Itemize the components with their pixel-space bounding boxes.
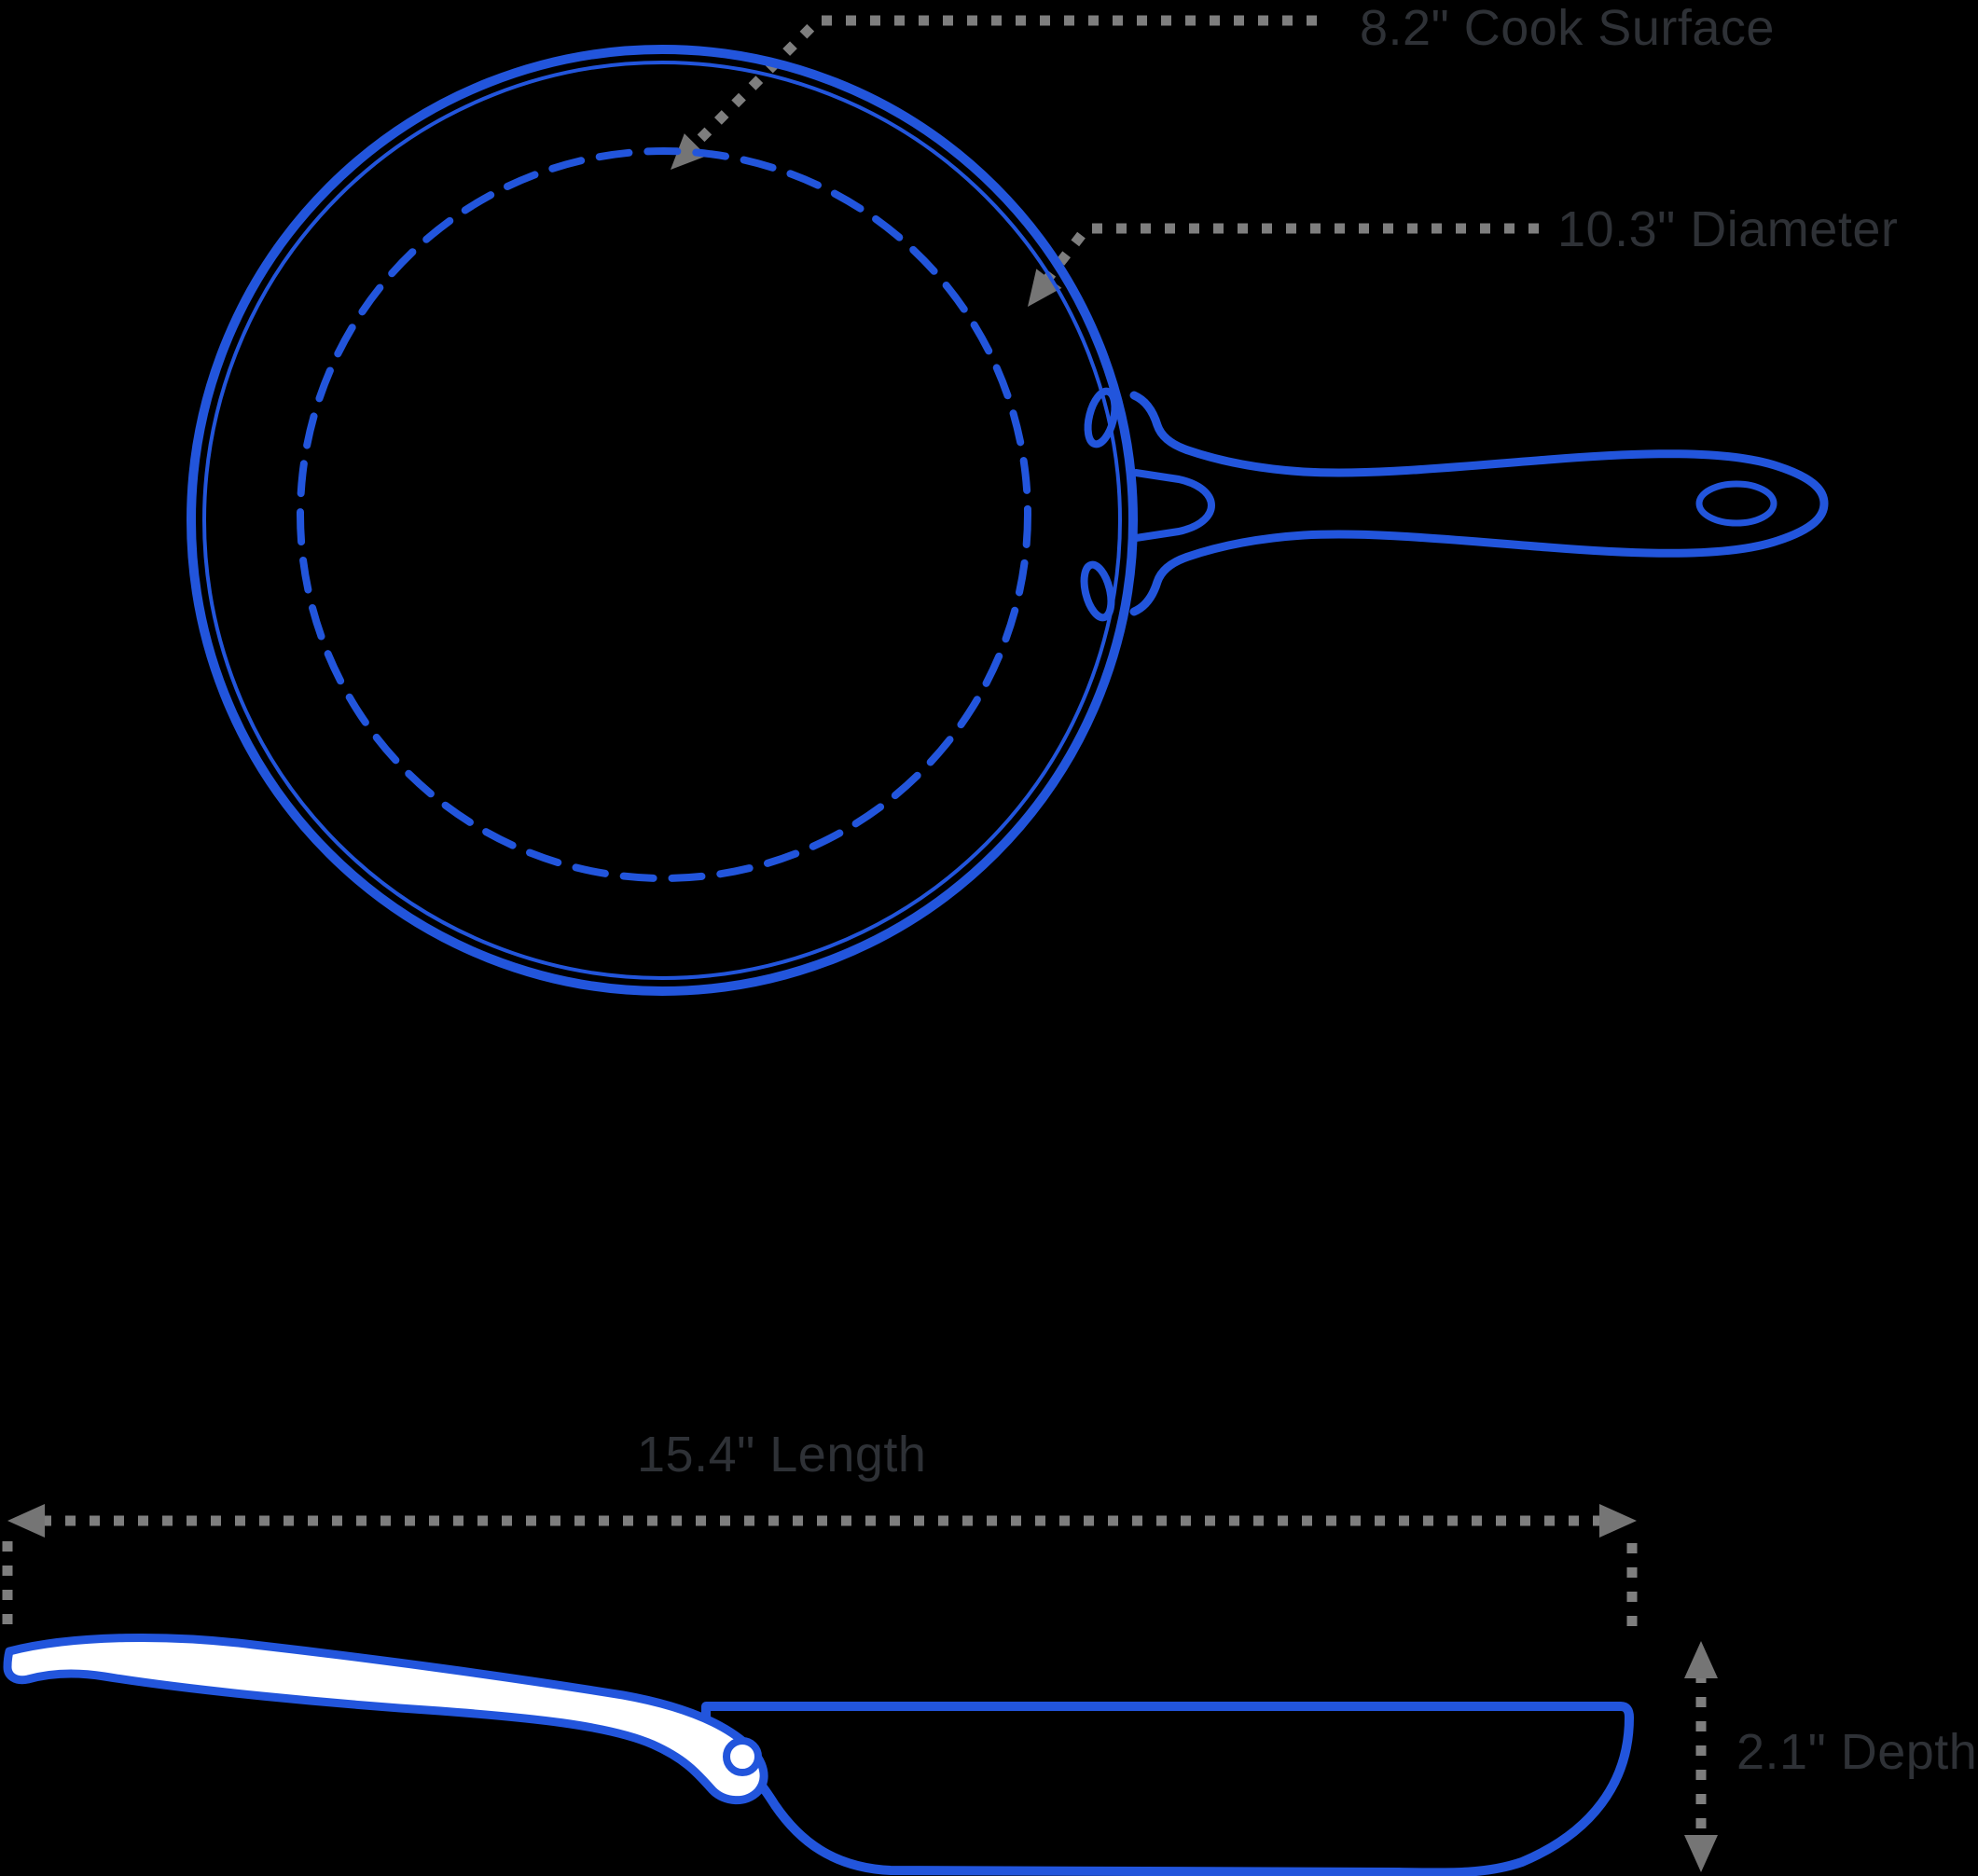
diameter-leader-line: [1038, 223, 1539, 289]
handle-side-view: [3, 1633, 768, 1805]
length-label: 15.4" Length: [637, 1427, 927, 1483]
depth-arrow-down-icon: [1684, 1835, 1718, 1872]
diameter-arrow-icon: [1028, 269, 1062, 307]
cook-surface-arrow-icon: [671, 133, 707, 170]
handle-top-view-outline: [1129, 391, 1829, 616]
pan-body-side-outline: [701, 1702, 1634, 1876]
handle-rivet-icon: [723, 1737, 762, 1776]
diameter-label: 10.3" Diameter: [1557, 201, 1899, 257]
cook-surface-dashed-circle: [297, 147, 1031, 882]
dimension-leader-lines: [2, 15, 1707, 1844]
depth-arrow-up-icon: [1684, 1641, 1718, 1678]
pan-inner-rim-circle: [202, 61, 1122, 980]
length-arrow-left-icon: [7, 1504, 45, 1538]
pan-side-view: [3, 1633, 1634, 1876]
handle-bracket-notch: [1132, 469, 1215, 542]
rivet-top-icon: [1084, 387, 1119, 448]
depth-label: 2.1" Depth: [1736, 1724, 1978, 1780]
pan-top-view: [187, 45, 1829, 996]
rivet-bottom-icon: [1080, 560, 1115, 622]
length-arrow-right-icon: [1599, 1504, 1637, 1538]
dimension-arrowheads: [7, 133, 1718, 1872]
handle-hole-icon: [1695, 480, 1777, 527]
pan-outer-rim-circle: [187, 45, 1138, 996]
cook-surface-label: 8.2" Cook Surface: [1360, 0, 1775, 56]
pan-artwork: [3, 45, 1829, 1876]
cook-surface-leader-line: [684, 15, 1317, 156]
